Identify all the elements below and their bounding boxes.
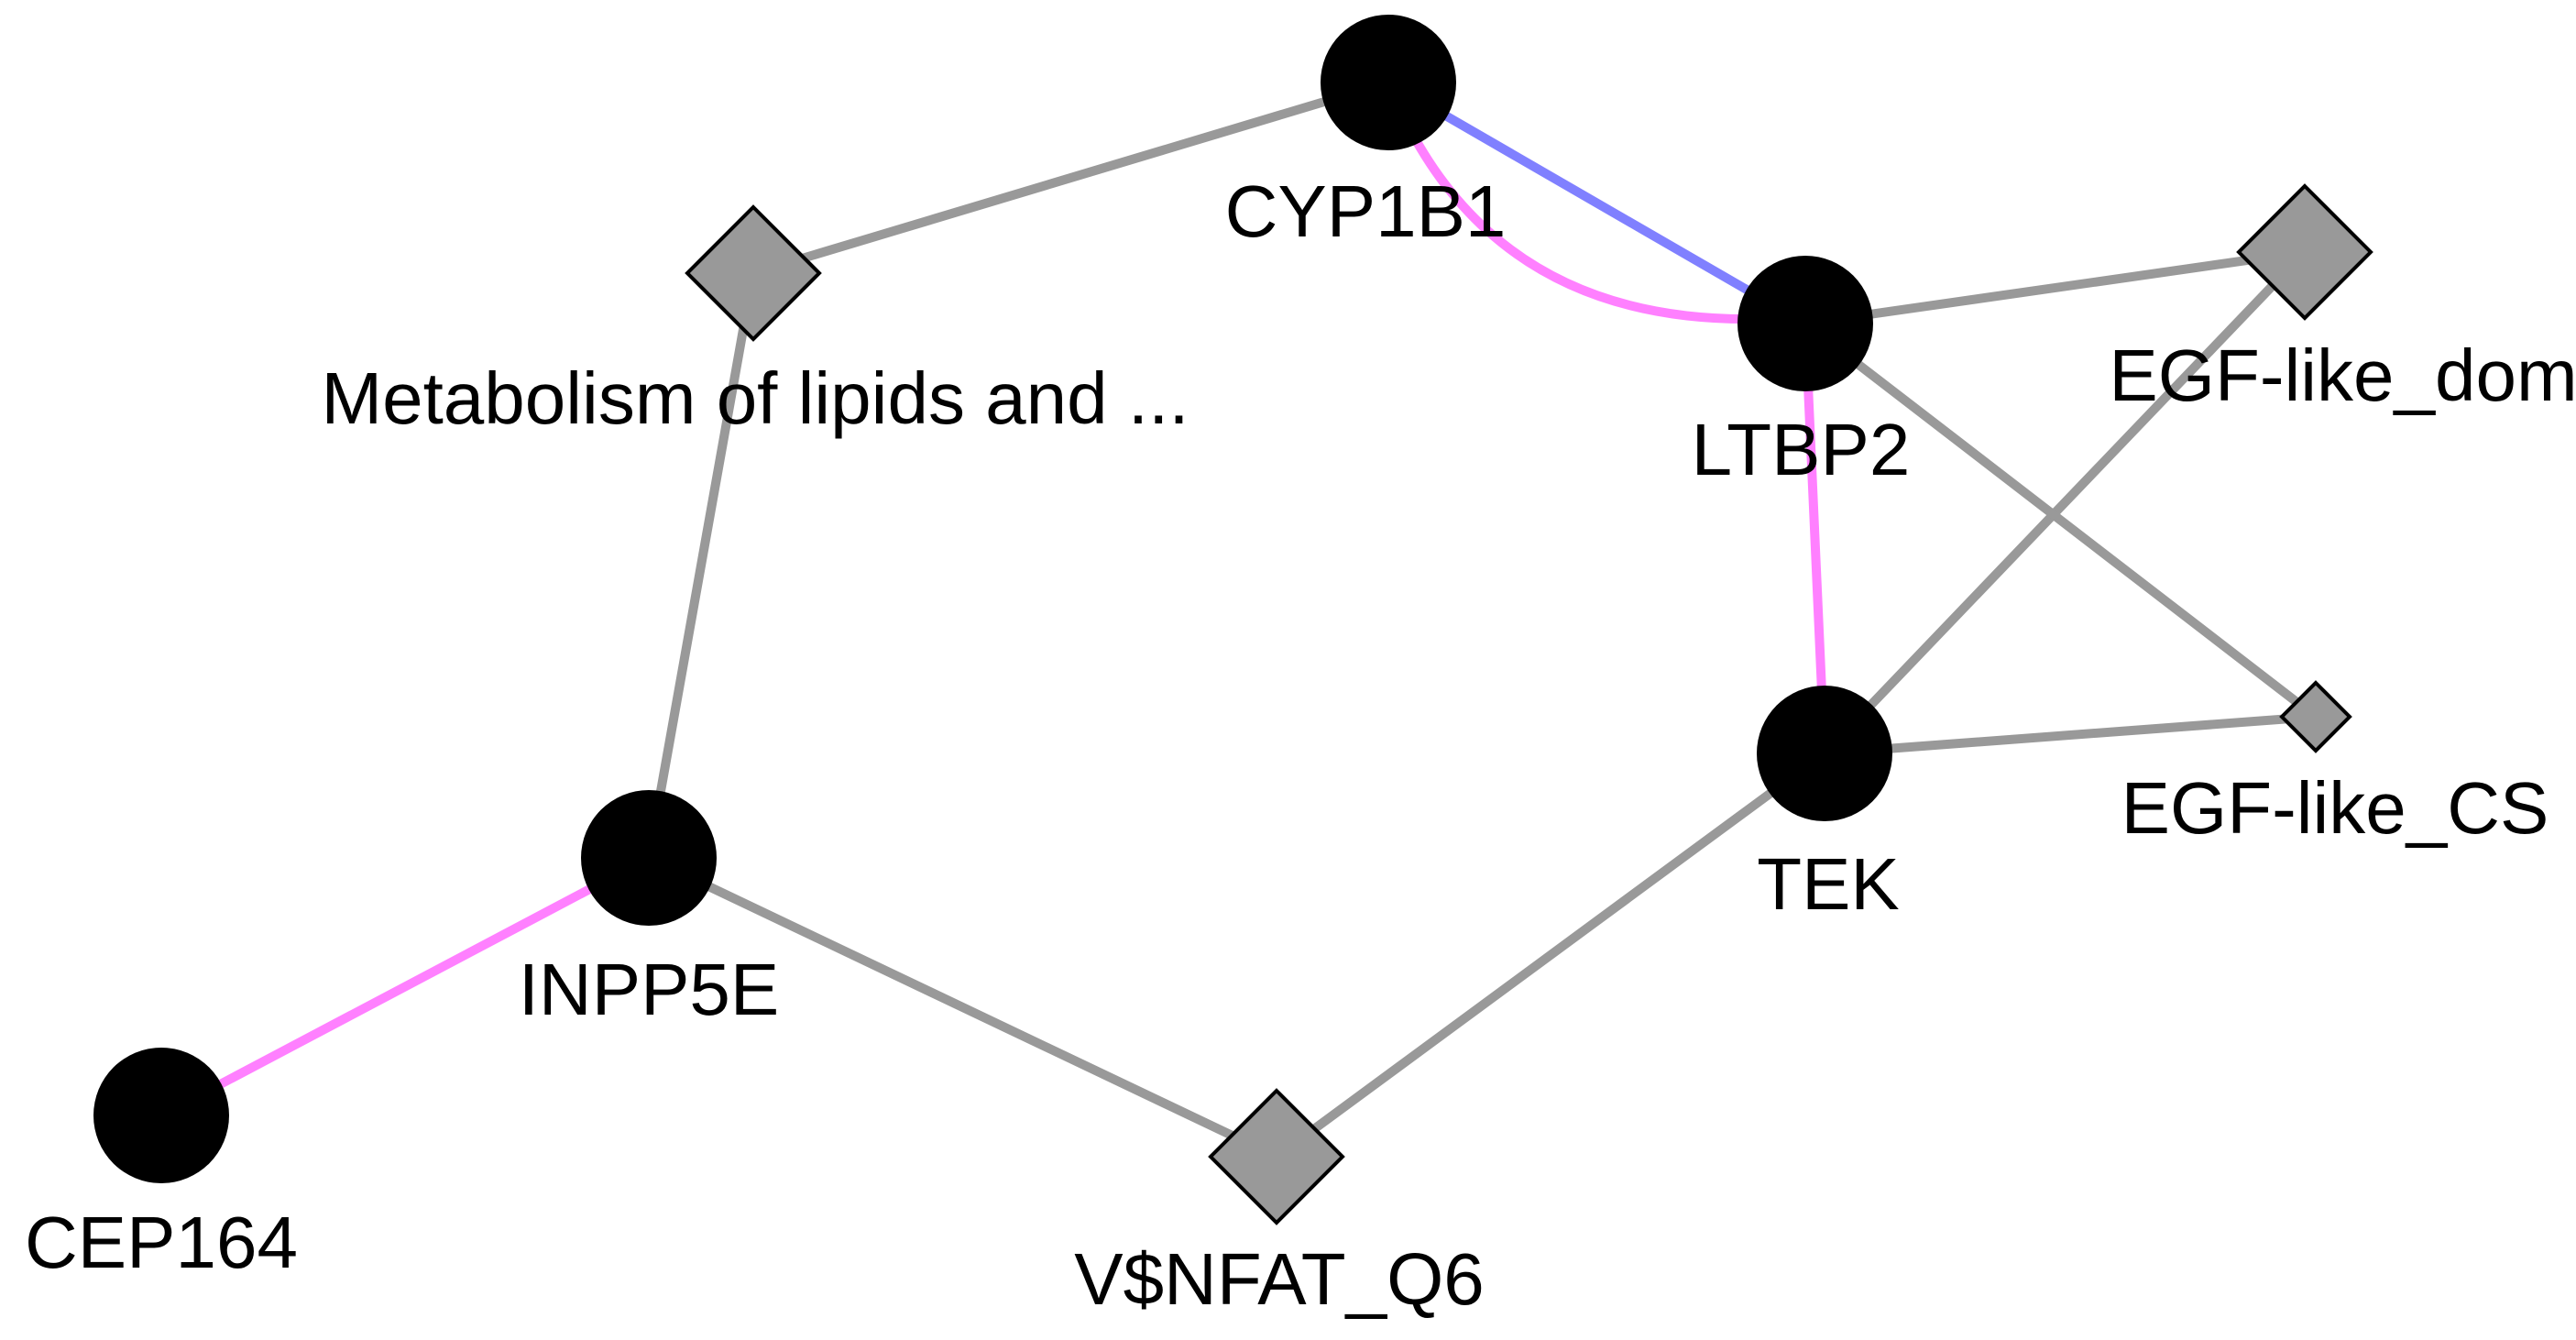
node-vnfat[interactable] <box>1208 1088 1345 1225</box>
edge-cyp1b1-ltbp2-physical-interaction <box>1384 78 1759 324</box>
edge-ltbp2-tek-physical-interaction <box>1801 319 1829 758</box>
edge-cyp1b1-ltbp2-coexpression <box>1384 78 1810 328</box>
nodes-layer <box>93 15 2373 1225</box>
edge-metab-inpp5e-shared-feature <box>644 269 758 862</box>
edge-inpp5e-vnfat-shared-feature <box>644 853 1281 1161</box>
edge-ltbp2-egfdom-shared-feature <box>1801 247 2309 328</box>
node-cyp1b1[interactable] <box>1321 15 1456 150</box>
node-egfdom[interactable] <box>2236 183 2373 321</box>
node-metab[interactable] <box>685 204 822 342</box>
node-egfcs[interactable] <box>2279 680 2352 753</box>
node-label-cep164: CEP164 <box>25 1202 298 1283</box>
node-ltbp2[interactable] <box>1737 256 1873 391</box>
node-label-egfdom: EGF-like_dom <box>2109 335 2576 416</box>
edge-vnfat-tek-shared-feature <box>1272 749 1829 1161</box>
node-label-metab: Metabolism of lipids and ... <box>321 357 1189 439</box>
edge-inpp5e-cep164-physical-interaction <box>157 853 653 1120</box>
edge-tek-egfcs-shared-feature <box>1820 712 2320 758</box>
node-cep164[interactable] <box>93 1048 229 1183</box>
node-inpp5e[interactable] <box>581 790 717 926</box>
node-label-vnfat: V$NFAT_Q6 <box>1074 1238 1485 1320</box>
node-label-tek: TEK <box>1757 843 1900 925</box>
edge-tek-egfdom-shared-feature <box>1820 247 2309 758</box>
node-tek[interactable] <box>1757 686 1892 821</box>
edges-layer <box>157 78 2320 1161</box>
node-label-egfcs: EGF-like_CS <box>2121 767 2549 849</box>
node-label-inpp5e: INPP5E <box>519 949 780 1030</box>
edge-ltbp2-egfcs-shared-feature <box>1801 319 2320 721</box>
edge-cyp1b1-metab-shared-feature <box>749 78 1393 278</box>
node-label-ltbp2: LTBP2 <box>1692 409 1911 490</box>
node-label-cyp1b1: CYP1B1 <box>1225 170 1507 252</box>
